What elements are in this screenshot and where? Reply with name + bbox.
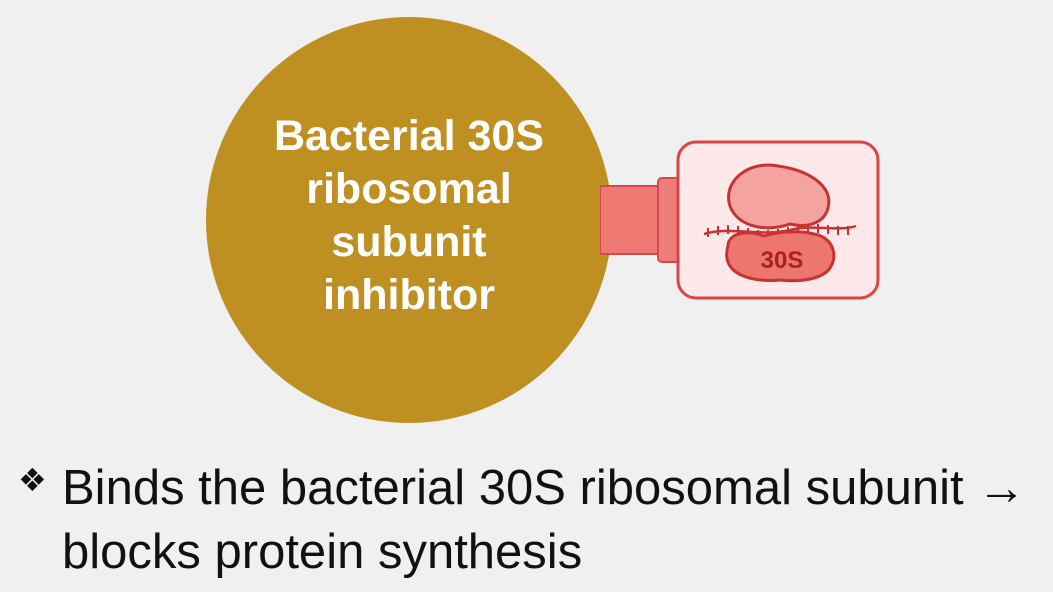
- ribosome-icon: [703, 163, 857, 283]
- central-node-label: Bacterial 30S ribosomal subunit inhibito…: [273, 112, 545, 319]
- bullet-point: ❖ Binds the bacterial 30S ribosomal subu…: [18, 458, 1048, 588]
- bullet-text: Binds the bacterial 30S ribosomal subuni…: [62, 461, 1027, 579]
- bullet-diamond-icon: ❖: [18, 461, 47, 499]
- connector-bar: [600, 185, 665, 255]
- central-node-circle: Bacterial 30S ribosomal subunit inhibito…: [206, 17, 612, 423]
- ribosome-target-graphic: 30S: [600, 140, 880, 300]
- ribosome-subunit-label: 30S: [761, 247, 804, 274]
